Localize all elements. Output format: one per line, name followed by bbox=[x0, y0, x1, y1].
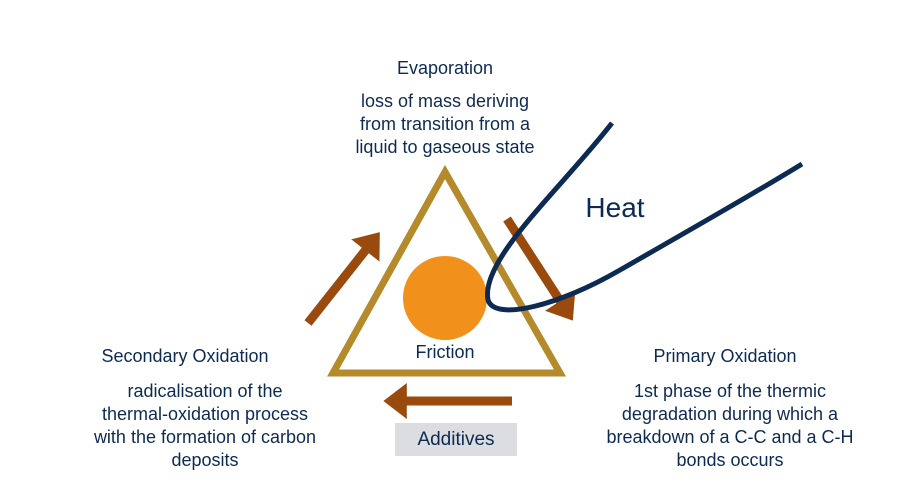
text-line: loss of mass deriving bbox=[360, 91, 530, 111]
triangle bbox=[327, 164, 567, 377]
secondary-oxidation-title: Secondary Oxidation bbox=[101, 346, 269, 366]
additives-label: Additives bbox=[395, 423, 517, 456]
heat-curve bbox=[485, 121, 804, 313]
secondary-oxidation-description: radicalisation of the thermal-oxidation … bbox=[55, 380, 355, 472]
friction-circle bbox=[403, 256, 487, 340]
text-line: deposits bbox=[171, 450, 239, 470]
text-line: bonds occurs bbox=[676, 450, 784, 470]
arrow-up-right bbox=[304, 232, 380, 326]
friction-label: Friction bbox=[415, 342, 475, 362]
evaporation-title: Evaporation bbox=[396, 58, 494, 78]
heat-label: Heat bbox=[585, 192, 645, 223]
text-line: thermal-oxidation process bbox=[101, 404, 309, 424]
text-line: degradation during which a bbox=[621, 404, 839, 424]
text-line: 1st phase of the thermic bbox=[633, 381, 827, 401]
text-line: with the formation of carbon bbox=[93, 427, 317, 447]
text-line: liquid to gaseous state bbox=[355, 137, 535, 157]
text-line: radicalisation of the bbox=[127, 381, 283, 401]
primary-oxidation-description: 1st phase of the thermic degradation dur… bbox=[570, 380, 890, 472]
text-line: breakdown of a C-C and a C-H bbox=[606, 427, 854, 447]
evaporation-description: loss of mass deriving from transition fr… bbox=[315, 90, 575, 159]
primary-oxidation-title: Primary Oxidation bbox=[653, 346, 797, 366]
text-line: from transition from a bbox=[359, 114, 531, 134]
additives-text: Additives bbox=[417, 428, 495, 450]
